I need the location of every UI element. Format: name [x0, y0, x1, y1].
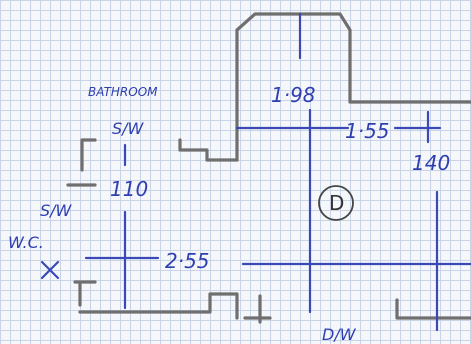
walls — [66, 12, 471, 324]
bottom-right-wall — [395, 298, 471, 320]
wc-left-wall — [73, 280, 97, 307]
label-sw-bath: S/W — [112, 119, 145, 138]
room-d-circle — [318, 185, 354, 221]
bathroom-top-left-wall — [80, 138, 97, 172]
wc-cross-mark — [40, 260, 60, 280]
bathroom-top-right-wall — [178, 138, 239, 162]
bottom-mid-wall — [243, 294, 272, 324]
label-dim-110: 110 — [110, 177, 148, 201]
label-dw: D/W — [322, 325, 357, 344]
label-dim-155: 1·55 — [345, 119, 390, 143]
upper-room-wall — [235, 12, 471, 162]
bottom-left-wall — [78, 292, 239, 320]
label-dim-255: 2·55 — [165, 249, 210, 273]
label-bathroom: BATHROOM — [88, 85, 158, 99]
label-sw-wc: S/W — [40, 201, 73, 220]
label-dim-198: 1·98 — [271, 83, 316, 107]
dimension-lines — [40, 12, 471, 332]
label-dim-140: 140 — [412, 151, 450, 175]
label-wc: W.C. — [8, 233, 44, 252]
label-room-d: D — [329, 191, 344, 215]
